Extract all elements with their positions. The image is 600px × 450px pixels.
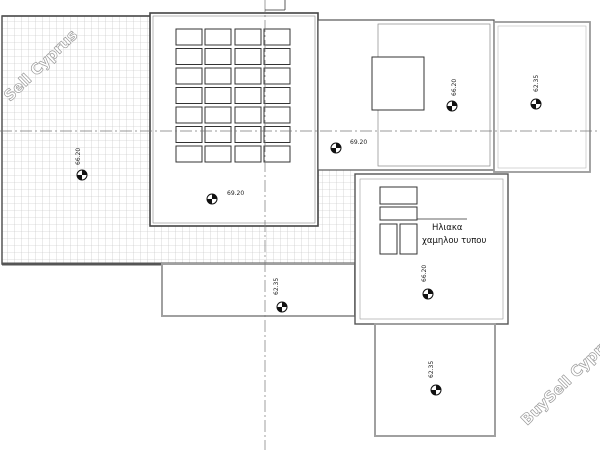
solar-panel <box>204 106 232 124</box>
level-label: 66.20 <box>421 265 428 282</box>
solar-panel <box>263 145 291 163</box>
solar-panel <box>234 87 262 104</box>
water-tank <box>371 56 425 111</box>
solar-panel <box>234 145 262 163</box>
tiled-terrace-left <box>1 15 153 265</box>
watermark-bottom-right: BuySell Cypru <box>517 334 600 429</box>
level-label: 66.20 <box>451 79 458 96</box>
solar-panel <box>204 48 232 65</box>
level-marker-middle-room: 66.20 <box>421 265 434 300</box>
level-marker-right-terrace: 62.35 <box>530 75 542 110</box>
solar-panel <box>234 126 262 143</box>
solar-panel <box>204 87 232 104</box>
solar-panel <box>204 145 232 163</box>
right-terrace <box>493 21 591 173</box>
solar-panel <box>175 28 203 46</box>
solar-panel <box>234 48 262 65</box>
level-label: 62.35 <box>428 361 435 378</box>
right-terrace-inner <box>497 25 587 169</box>
annotation-line-1: Ηλιακα <box>432 223 463 233</box>
annotation-line-2: χαμηλου τυπου <box>422 236 487 246</box>
solar-panel <box>175 126 203 143</box>
solar-panel <box>175 87 203 104</box>
solar-heater-left <box>379 223 398 255</box>
solar-heater-right <box>399 223 418 255</box>
solar-panel <box>263 106 291 124</box>
solar-panel-grid <box>175 28 291 163</box>
solar-panel <box>263 87 291 104</box>
solar-panel <box>175 106 203 124</box>
solar-heater-top <box>379 186 418 205</box>
solar-panel <box>263 67 291 85</box>
solar-panel <box>263 48 291 65</box>
solar-heater-mid <box>379 206 418 221</box>
level-marker-left-terrace: 66.20 <box>75 148 88 181</box>
solar-panel <box>263 28 291 46</box>
solar-panel <box>204 126 232 143</box>
solar-panel <box>175 67 203 85</box>
level-marker-lower-terrace: 62.35 <box>273 278 288 313</box>
main-roof-inner-line <box>152 15 316 224</box>
bottom-right-terrace <box>374 323 496 437</box>
solar-panel <box>234 28 262 46</box>
solar-panel <box>204 28 232 46</box>
level-marker-middle-strip: 69.20 <box>330 139 367 154</box>
level-marker-upper-room: 66.20 <box>446 79 458 112</box>
level-label: 69.20 <box>350 139 367 146</box>
level-label: 66.20 <box>75 148 82 165</box>
solar-panel <box>234 106 262 124</box>
middle-room-inner <box>359 178 504 320</box>
lower-terrace <box>161 263 356 317</box>
solar-panel <box>175 145 203 163</box>
level-marker-main-roof: 69.20 <box>206 190 244 205</box>
solar-panel <box>234 67 262 85</box>
solar-panel <box>204 67 232 85</box>
level-marker-bottom-right: 62.35 <box>428 361 442 396</box>
level-label: 62.35 <box>273 278 280 295</box>
middle-room <box>354 173 509 325</box>
level-label: 69.20 <box>227 190 244 197</box>
level-label: 62.35 <box>533 75 540 92</box>
solar-panel <box>175 48 203 65</box>
solar-panel <box>263 126 291 143</box>
